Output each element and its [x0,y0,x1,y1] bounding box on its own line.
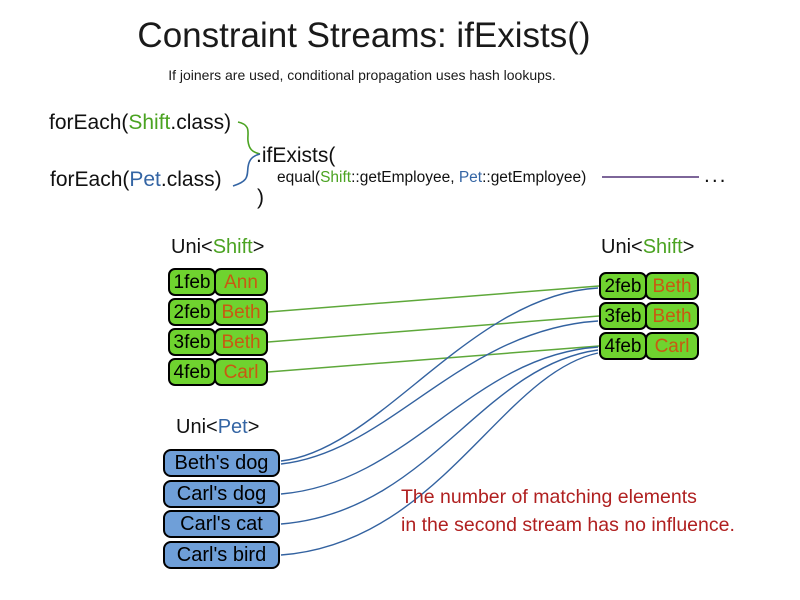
note-line2: in the second stream has no influence. [401,514,735,536]
shift-employee-cell: Beth [645,272,699,300]
shift-date-cell: 3feb [599,302,647,330]
shift-type-token: Shift [212,236,253,258]
shift-employee-cell: Beth [645,302,699,330]
pet-type-token: Pet [217,416,248,438]
code-text: forEach( [49,111,129,134]
shift-employee-cell: Ann [214,268,268,296]
pet-class-token: Pet [129,168,161,191]
shift-employee-cell: Carl [645,332,699,360]
code-text: .class) [170,111,232,134]
code-ifexists-call: .ifExists( [256,144,336,167]
code-text: equal( [277,169,321,186]
code-text: ::getEmployee) [482,169,587,186]
shift-date-cell: 4feb [168,358,216,386]
pet-match-curve-bethsdog-3feb [280,320,599,465]
shift-type-token: Shift [642,236,683,258]
shift-date-cell: 4feb [599,332,647,360]
brace-bottom-blue-icon [232,153,261,187]
page-title: Constraint Streams: ifExists() [137,16,591,55]
pet-class-token: Pet [458,169,483,186]
shift-match-line-2feb [267,285,600,313]
label-text: Uni< [171,236,213,258]
shift-employee-cell: Beth [214,328,268,356]
pet-match-curve-carlsdog-4feb [280,346,599,495]
code-text: ::getEmployee, [351,169,459,186]
pet-match-curve-carlsbird-4feb [280,352,599,556]
uni-pet-label: Uni<Pet> [176,416,259,439]
subtitle: If joiners are used, conditional propaga… [168,67,556,83]
shift-match-line-4feb [267,345,600,373]
label-text: Uni< [176,416,218,438]
code-text: .class) [160,168,222,191]
note-text: The number of matching elements in the se… [401,483,735,539]
code-ellipsis: ... [704,164,728,187]
code-text: forEach( [50,168,130,191]
label-text: > [247,416,260,438]
brace-top-green-icon [237,121,261,155]
label-text: Uni< [601,236,643,258]
note-line1: The number of matching elements [401,486,697,508]
shift-class-token: Shift [128,111,171,134]
shift-date-cell: 2feb [168,298,216,326]
pet-cell: Carl's dog [163,480,280,508]
label-text: > [682,236,695,258]
pet-cell: Carl's cat [163,510,280,538]
shift-employee-cell: Beth [214,298,268,326]
uni-shift-right-label: Uni<Shift> [601,236,694,259]
shift-match-line-3feb [267,315,600,343]
code-close-paren: ) [257,186,264,209]
shift-date-cell: 2feb [599,272,647,300]
shift-employee-cell: Carl [214,358,268,386]
label-text: > [252,236,265,258]
shift-date-cell: 3feb [168,328,216,356]
shift-class-token: Shift [320,169,352,186]
code-equal-joiner: equal(Shift::getEmployee, Pet::getEmploy… [277,169,586,187]
uni-shift-left-label: Uni<Shift> [171,236,264,259]
code-foreach-pet: forEach(Pet.class) [50,168,222,192]
continuation-line [602,176,699,178]
pet-match-curve-bethsdog-2feb [280,287,599,462]
code-foreach-shift: forEach(Shift.class) [49,111,231,135]
pet-match-curve-carlscat-4feb [280,349,599,525]
pet-cell: Beth's dog [163,449,280,477]
pet-cell: Carl's bird [163,541,280,569]
shift-date-cell: 1feb [168,268,216,296]
